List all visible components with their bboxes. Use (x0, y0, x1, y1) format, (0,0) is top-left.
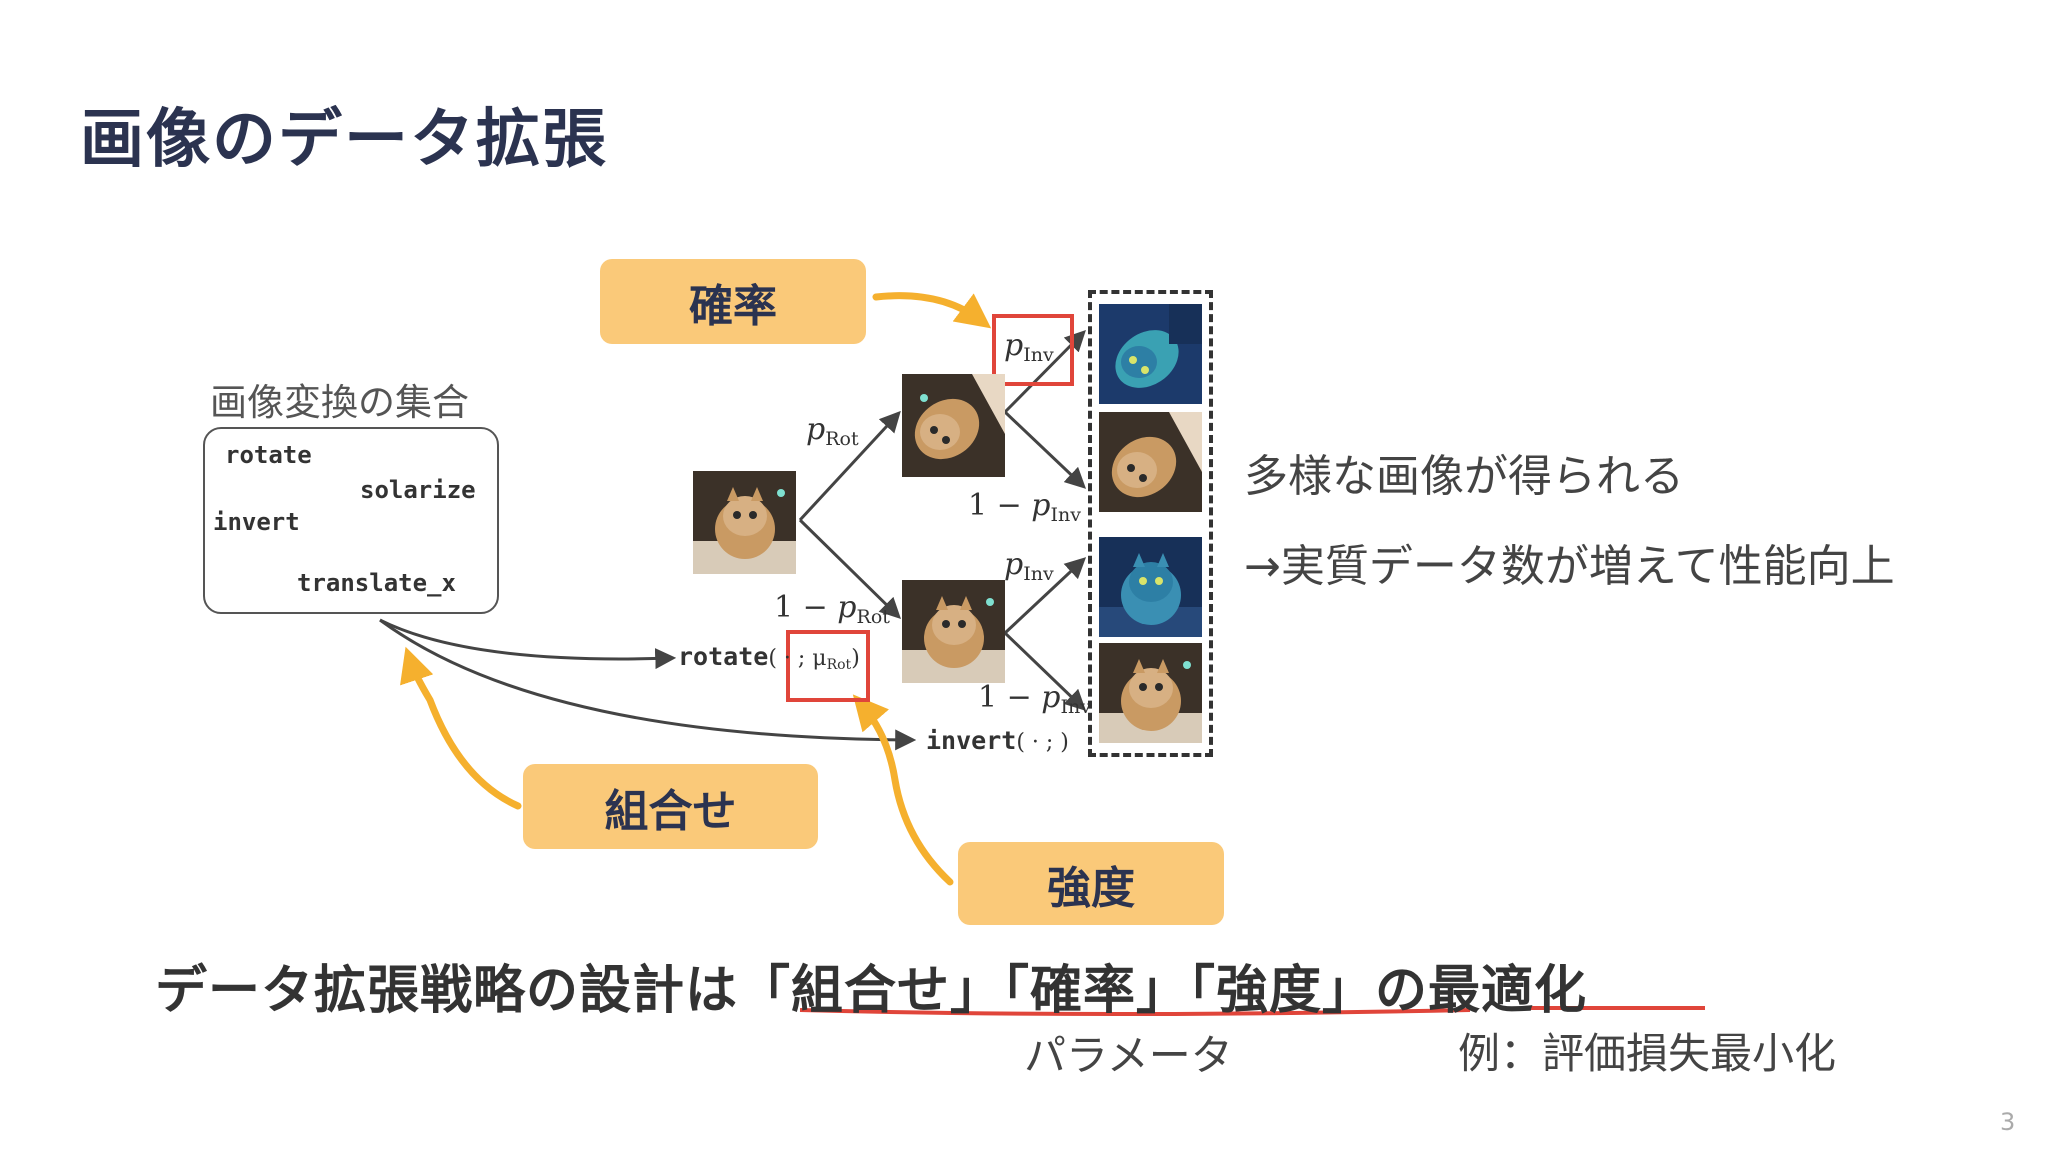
highlight-p-inv (992, 314, 1074, 386)
highlight-mu-rot (786, 630, 870, 702)
result-text-diverse: 多様な画像が得られる (1244, 451, 1684, 502)
op-rotate: rotate (225, 441, 312, 469)
label-one-minus-p-inv-bottom: 1 − pInv (978, 680, 1091, 718)
parameter-note: パラメータ (1024, 1031, 1233, 1080)
transform-set-caption: 画像変換の集合 (210, 381, 469, 424)
orange-arrow-probability (872, 292, 992, 329)
page-number: 3 (2000, 1108, 2016, 1136)
arrow-inv-yes-bottom (1003, 557, 1087, 635)
label-p-rot: pRot (806, 412, 859, 450)
invert-function: invert( · ; ) (926, 726, 1069, 755)
cat-image-inverted (1099, 537, 1202, 637)
cat-image-rotated-inverted (1099, 304, 1202, 404)
label-p-inv-bottom: pInv (1004, 547, 1054, 585)
label-strength: 強度 (958, 842, 1224, 925)
arrow-inv-no-top (1003, 410, 1087, 489)
underline-params (799, 1008, 1471, 1016)
orange-arrow-combination (400, 646, 522, 810)
conclusion-text: データ拡張戦略の設計は「組合せ」「確率」「強度」の最適化 (155, 961, 1588, 1021)
example-note: 例：評価損失最小化 (1458, 1029, 1837, 1078)
arrow-set-to-invert (379, 618, 917, 751)
slide-title: 画像のデータ拡張 (80, 103, 608, 177)
transform-set-box: rotate solarize invert translate_x (203, 427, 499, 614)
cat-image-rotated (902, 374, 1005, 477)
label-probability: 確率 (600, 259, 866, 344)
label-one-minus-p-rot: 1 − pRot (774, 590, 890, 628)
cat-image-original (693, 471, 796, 574)
rotate-function: rotate( · ; μRot) (678, 642, 860, 673)
op-invert: invert (213, 508, 300, 536)
result-text-performance: →実質データ数が増えて性能向上 (1244, 541, 1895, 592)
arrow-inv-no-bottom (1003, 631, 1087, 711)
label-combination: 組合せ (523, 764, 818, 849)
cat-image-not-rotated (902, 580, 1005, 683)
op-translate-x: translate_x (297, 569, 456, 597)
arrow-rot-yes (798, 410, 901, 522)
label-p-inv-top: pInv (1004, 328, 1054, 366)
label-one-minus-p-inv-top: 1 − pInv (968, 488, 1081, 526)
arrow-rot-no (798, 518, 902, 619)
cat-image-plain (1099, 643, 1202, 743)
results-box (1088, 290, 1213, 757)
op-solarize: solarize (360, 476, 476, 504)
orange-arrow-strength (852, 694, 954, 886)
cat-image-rotated-plain (1099, 412, 1202, 512)
arrow-set-to-rotate (379, 618, 677, 670)
